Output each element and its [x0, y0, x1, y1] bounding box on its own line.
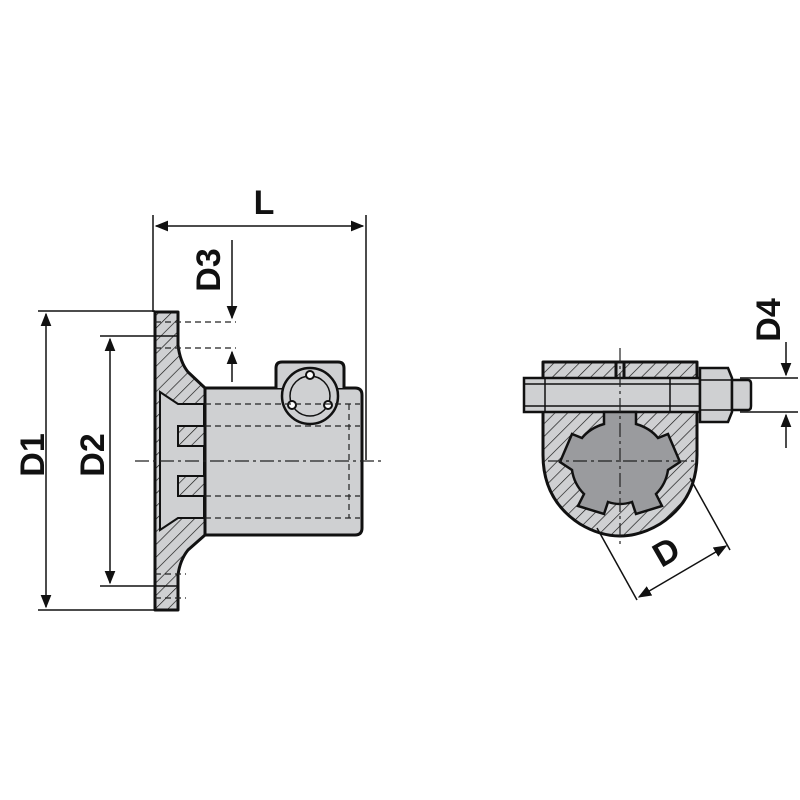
d4-label: D4: [750, 298, 788, 342]
splined-hole: [558, 410, 682, 516]
hex-nut: [698, 366, 734, 424]
d-label: D: [646, 530, 686, 575]
side-view: D1 D2 L D3: [14, 184, 385, 612]
front-view: D D4: [522, 298, 798, 601]
spline-bore: [159, 390, 205, 532]
l-label: L: [254, 184, 275, 222]
d2-label: D2: [74, 433, 112, 476]
clamp-bolt: [522, 376, 702, 414]
d3-label: D3: [190, 248, 228, 291]
d-dimension-line: [637, 545, 728, 598]
d1-label: D1: [14, 433, 52, 476]
bolt-end: [730, 378, 753, 412]
